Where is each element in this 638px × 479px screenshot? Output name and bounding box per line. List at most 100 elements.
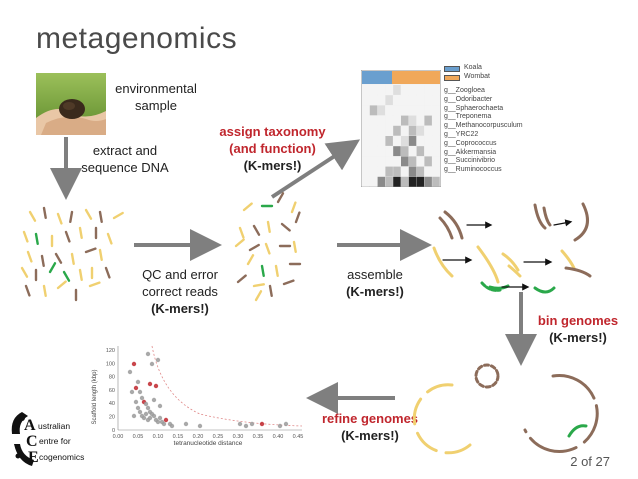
heatmap-cell bbox=[401, 125, 409, 136]
read-fragment bbox=[254, 290, 263, 302]
read-fragment bbox=[26, 250, 33, 263]
read-fragment bbox=[54, 252, 63, 264]
read-fragment bbox=[264, 242, 271, 255]
read-fragment bbox=[40, 254, 45, 267]
read-fragment bbox=[268, 284, 273, 297]
scatter-ylabel: Scaffold length (kbp) bbox=[92, 370, 98, 425]
assembled-contigs bbox=[432, 202, 592, 294]
scatter-point bbox=[151, 397, 157, 403]
heatmap-cell bbox=[393, 156, 401, 167]
read-fragment bbox=[236, 274, 247, 284]
read-fragment bbox=[88, 281, 101, 288]
read-fragment bbox=[84, 247, 97, 254]
read-fragment bbox=[294, 211, 301, 224]
read-fragment bbox=[42, 206, 47, 220]
heatmap-cell bbox=[369, 156, 378, 167]
heatmap-cell bbox=[377, 146, 386, 157]
scatter-point bbox=[131, 361, 137, 367]
heatmap-cell bbox=[432, 95, 440, 106]
x-tick-label: 0.00 bbox=[113, 434, 124, 440]
assemble-label: assemble (K-mers!) bbox=[346, 267, 404, 299]
heatmap-cell bbox=[432, 125, 440, 136]
taxonomy-heatmap bbox=[360, 69, 442, 188]
heatmap-cell bbox=[424, 105, 432, 116]
heatmap-cell bbox=[393, 85, 401, 95]
heatmap-cell bbox=[362, 136, 370, 146]
heatmap-cell bbox=[424, 115, 432, 126]
scatter-point bbox=[139, 395, 145, 401]
heatmap-cell bbox=[408, 125, 417, 136]
heatmap-cell bbox=[362, 85, 370, 95]
heatmap-cell bbox=[408, 95, 417, 106]
scatter-point bbox=[157, 415, 163, 421]
read-fragment bbox=[48, 262, 57, 274]
heatmap-cell bbox=[393, 166, 401, 177]
heatmap-cell bbox=[369, 95, 378, 106]
read-fragment bbox=[280, 222, 291, 232]
scatter-point bbox=[147, 415, 153, 421]
heatmap-cell bbox=[401, 156, 409, 167]
logo-line-3: cogenomics bbox=[39, 452, 84, 462]
logo-line-1: ustralian bbox=[38, 421, 70, 431]
read-fragment bbox=[20, 266, 29, 278]
read-fragment bbox=[98, 210, 103, 224]
arrow-assign bbox=[270, 139, 361, 199]
read-fragment bbox=[266, 220, 271, 234]
read-fragment bbox=[260, 264, 265, 277]
scatter-point bbox=[145, 351, 151, 357]
heatmap-cell bbox=[369, 105, 378, 116]
heatmap-cell bbox=[362, 176, 370, 187]
heatmap-cell bbox=[424, 156, 432, 167]
heatmap-cell bbox=[377, 85, 386, 95]
extract-label: extract and sequence DNA bbox=[81, 143, 169, 175]
heatmap-cell bbox=[401, 146, 409, 157]
scatter-point bbox=[183, 421, 189, 427]
heatmap-cell bbox=[385, 105, 393, 116]
taxon-label: g__Akkermansia bbox=[444, 148, 497, 156]
scatter-point bbox=[155, 419, 161, 425]
x-tick-label: 0.15 bbox=[173, 434, 184, 440]
read-fragment bbox=[106, 232, 113, 245]
environmental-sample-photo bbox=[36, 73, 106, 135]
heatmap-cell bbox=[408, 156, 417, 167]
read-fragment bbox=[69, 210, 74, 224]
heatmap-cell bbox=[416, 146, 425, 157]
heatmap-cell bbox=[408, 105, 417, 116]
y-tick-label: 0 bbox=[112, 428, 115, 434]
x-tick-label: 0.10 bbox=[153, 434, 164, 440]
scatter-point bbox=[163, 417, 169, 423]
read-fragment bbox=[112, 211, 124, 220]
read-fragment bbox=[78, 226, 83, 240]
heatmap-cell bbox=[362, 105, 370, 116]
heatmap-cell bbox=[432, 136, 440, 146]
heatmap-cell bbox=[369, 136, 378, 146]
x-tick-label: 0.40 bbox=[273, 434, 284, 440]
read-fragment bbox=[252, 283, 265, 288]
scatter-point bbox=[127, 369, 133, 375]
y-tick-label: 120 bbox=[106, 348, 115, 354]
heatmap-cell bbox=[362, 166, 370, 177]
slide-title: metagenomics bbox=[36, 22, 238, 55]
read-fragment bbox=[282, 279, 295, 286]
heatmap-cell bbox=[416, 115, 425, 126]
read-fragment bbox=[292, 240, 297, 254]
heatmap-cell bbox=[408, 136, 417, 146]
taxon-label: g__Coprococcus bbox=[444, 139, 497, 147]
heatmap-cell bbox=[424, 85, 432, 95]
x-tick-label: 0.45 bbox=[293, 434, 304, 440]
scatter-point bbox=[149, 361, 155, 367]
qc-label: QC and error correct reads (K-mers!) bbox=[142, 267, 218, 316]
heatmap-cell bbox=[408, 85, 417, 95]
heatmap-cell bbox=[401, 95, 409, 106]
heatmap-cell bbox=[369, 166, 378, 177]
y-tick-label: 100 bbox=[106, 361, 115, 367]
x-tick-label: 0.25 bbox=[213, 434, 224, 440]
scatter-point bbox=[137, 389, 143, 395]
heatmap-cell bbox=[401, 115, 409, 126]
heatmap-cell bbox=[385, 136, 393, 146]
scatter-point bbox=[161, 421, 167, 427]
scatter-point bbox=[151, 413, 157, 419]
taxon-label: g__Ruminococcus bbox=[444, 166, 502, 174]
heatmap-cell bbox=[385, 146, 393, 157]
